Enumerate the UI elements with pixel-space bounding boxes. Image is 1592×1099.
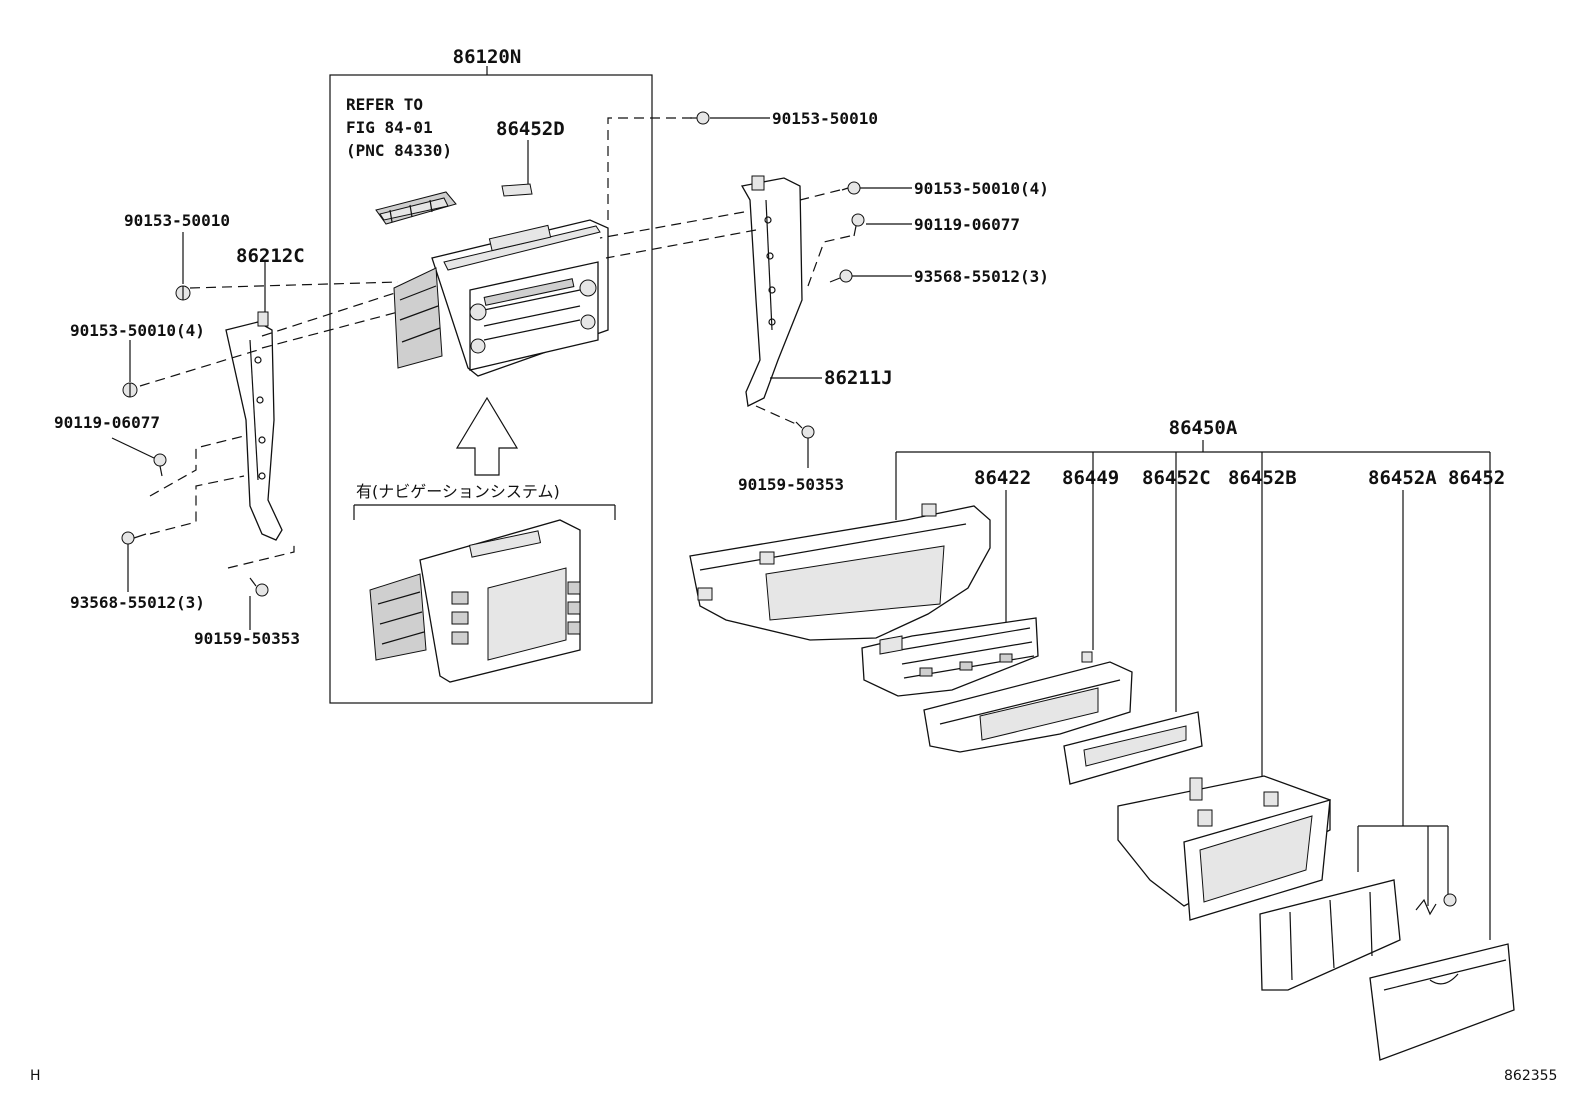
upward-arrow <box>455 396 519 476</box>
label-refer-line2: FIG 84-01 <box>346 118 433 137</box>
callout-tree-86450A <box>895 440 1491 940</box>
part-86450A-bezel <box>689 503 991 641</box>
label-86452A: 86452A <box>1368 467 1437 489</box>
screw-right-4-icon <box>841 181 861 195</box>
label-nav-variant: 有(ナビゲーションシステム) <box>356 482 560 501</box>
dash-left-4a <box>139 349 259 387</box>
dash-right-4b <box>599 211 745 239</box>
label-86450A: 86450A <box>1169 417 1238 439</box>
part-86449-panel <box>923 651 1133 753</box>
corner-code-left: H <box>30 1068 41 1084</box>
label-screw-right-4: 90153-50010(4) <box>914 179 1049 198</box>
dash-left-3 <box>149 475 245 535</box>
part-86452C-faceplate <box>1063 711 1203 785</box>
part-86452-door <box>1369 943 1515 1061</box>
label-bolt-right: 90119-06077 <box>914 215 1020 234</box>
dash-right-bottom <box>755 405 797 425</box>
label-86120N: 86120N <box>453 46 522 68</box>
label-bolt-left: 90119-06077 <box>54 413 160 432</box>
label-refer-line1: REFER TO <box>346 95 423 114</box>
part-86452D-label-plate <box>501 140 533 197</box>
label-screw-right-bottom: 90159-50353 <box>738 475 844 494</box>
screw-left-3-icon <box>121 531 147 545</box>
part-86422-board <box>861 617 1039 697</box>
dash-right-4c <box>605 229 757 259</box>
label-refer-line3: (PNC 84330) <box>346 141 452 160</box>
dash-screw-top <box>607 117 692 226</box>
leader-bolt-left <box>111 437 155 459</box>
dash-bolt-right <box>807 235 851 287</box>
part-86211J-bracket <box>740 175 803 407</box>
screw-left-bottom-icon <box>249 577 269 597</box>
dash-left-bottom <box>227 540 295 569</box>
label-86422: 86422 <box>974 467 1031 489</box>
label-86452D: 86452D <box>496 118 565 140</box>
label-86452B: 86452B <box>1228 467 1297 489</box>
part-86452A-lid <box>1259 879 1457 991</box>
screw-right-bottom-icon <box>795 421 815 439</box>
label-screw-right-3: 93568-55012(3) <box>914 267 1049 286</box>
label-86212C: 86212C <box>236 245 305 267</box>
label-86452: 86452 <box>1448 467 1505 489</box>
dash-right-4a <box>799 189 841 201</box>
label-screw-left-4: 90153-50010(4) <box>70 321 205 340</box>
assembly-box-86120N <box>329 74 653 704</box>
part-86452B-pocket <box>1117 775 1331 921</box>
label-screw-top: 90153-50010 <box>772 109 878 128</box>
screw-right-3-icon <box>829 269 853 283</box>
dash-left-top <box>189 281 399 289</box>
screw-left-top-icon <box>175 285 191 301</box>
label-screw-left-3: 93568-55012(3) <box>70 593 205 612</box>
part-86212C-bracket <box>225 311 283 541</box>
nav-variant-bracket <box>353 504 616 520</box>
screw-top-icon <box>690 111 710 125</box>
label-screw-left-top: 90153-50010 <box>124 211 230 230</box>
screw-left-4-icon <box>122 382 138 398</box>
label-86452C: 86452C <box>1142 467 1211 489</box>
dash-left-4b <box>261 291 399 337</box>
part-navigation-unit <box>369 519 581 683</box>
part-display-strip <box>375 191 457 225</box>
label-86211J: 86211J <box>824 367 893 389</box>
label-86449: 86449 <box>1062 467 1119 489</box>
bolt-right-icon <box>851 213 865 237</box>
dash-left-bolt <box>149 435 245 497</box>
label-screw-left-bottom: 90159-50353 <box>194 629 300 648</box>
dash-left-4c <box>261 311 399 349</box>
bolt-left-icon <box>153 453 167 477</box>
figure-number: 862355 <box>1504 1068 1557 1084</box>
part-head-unit <box>393 219 609 377</box>
